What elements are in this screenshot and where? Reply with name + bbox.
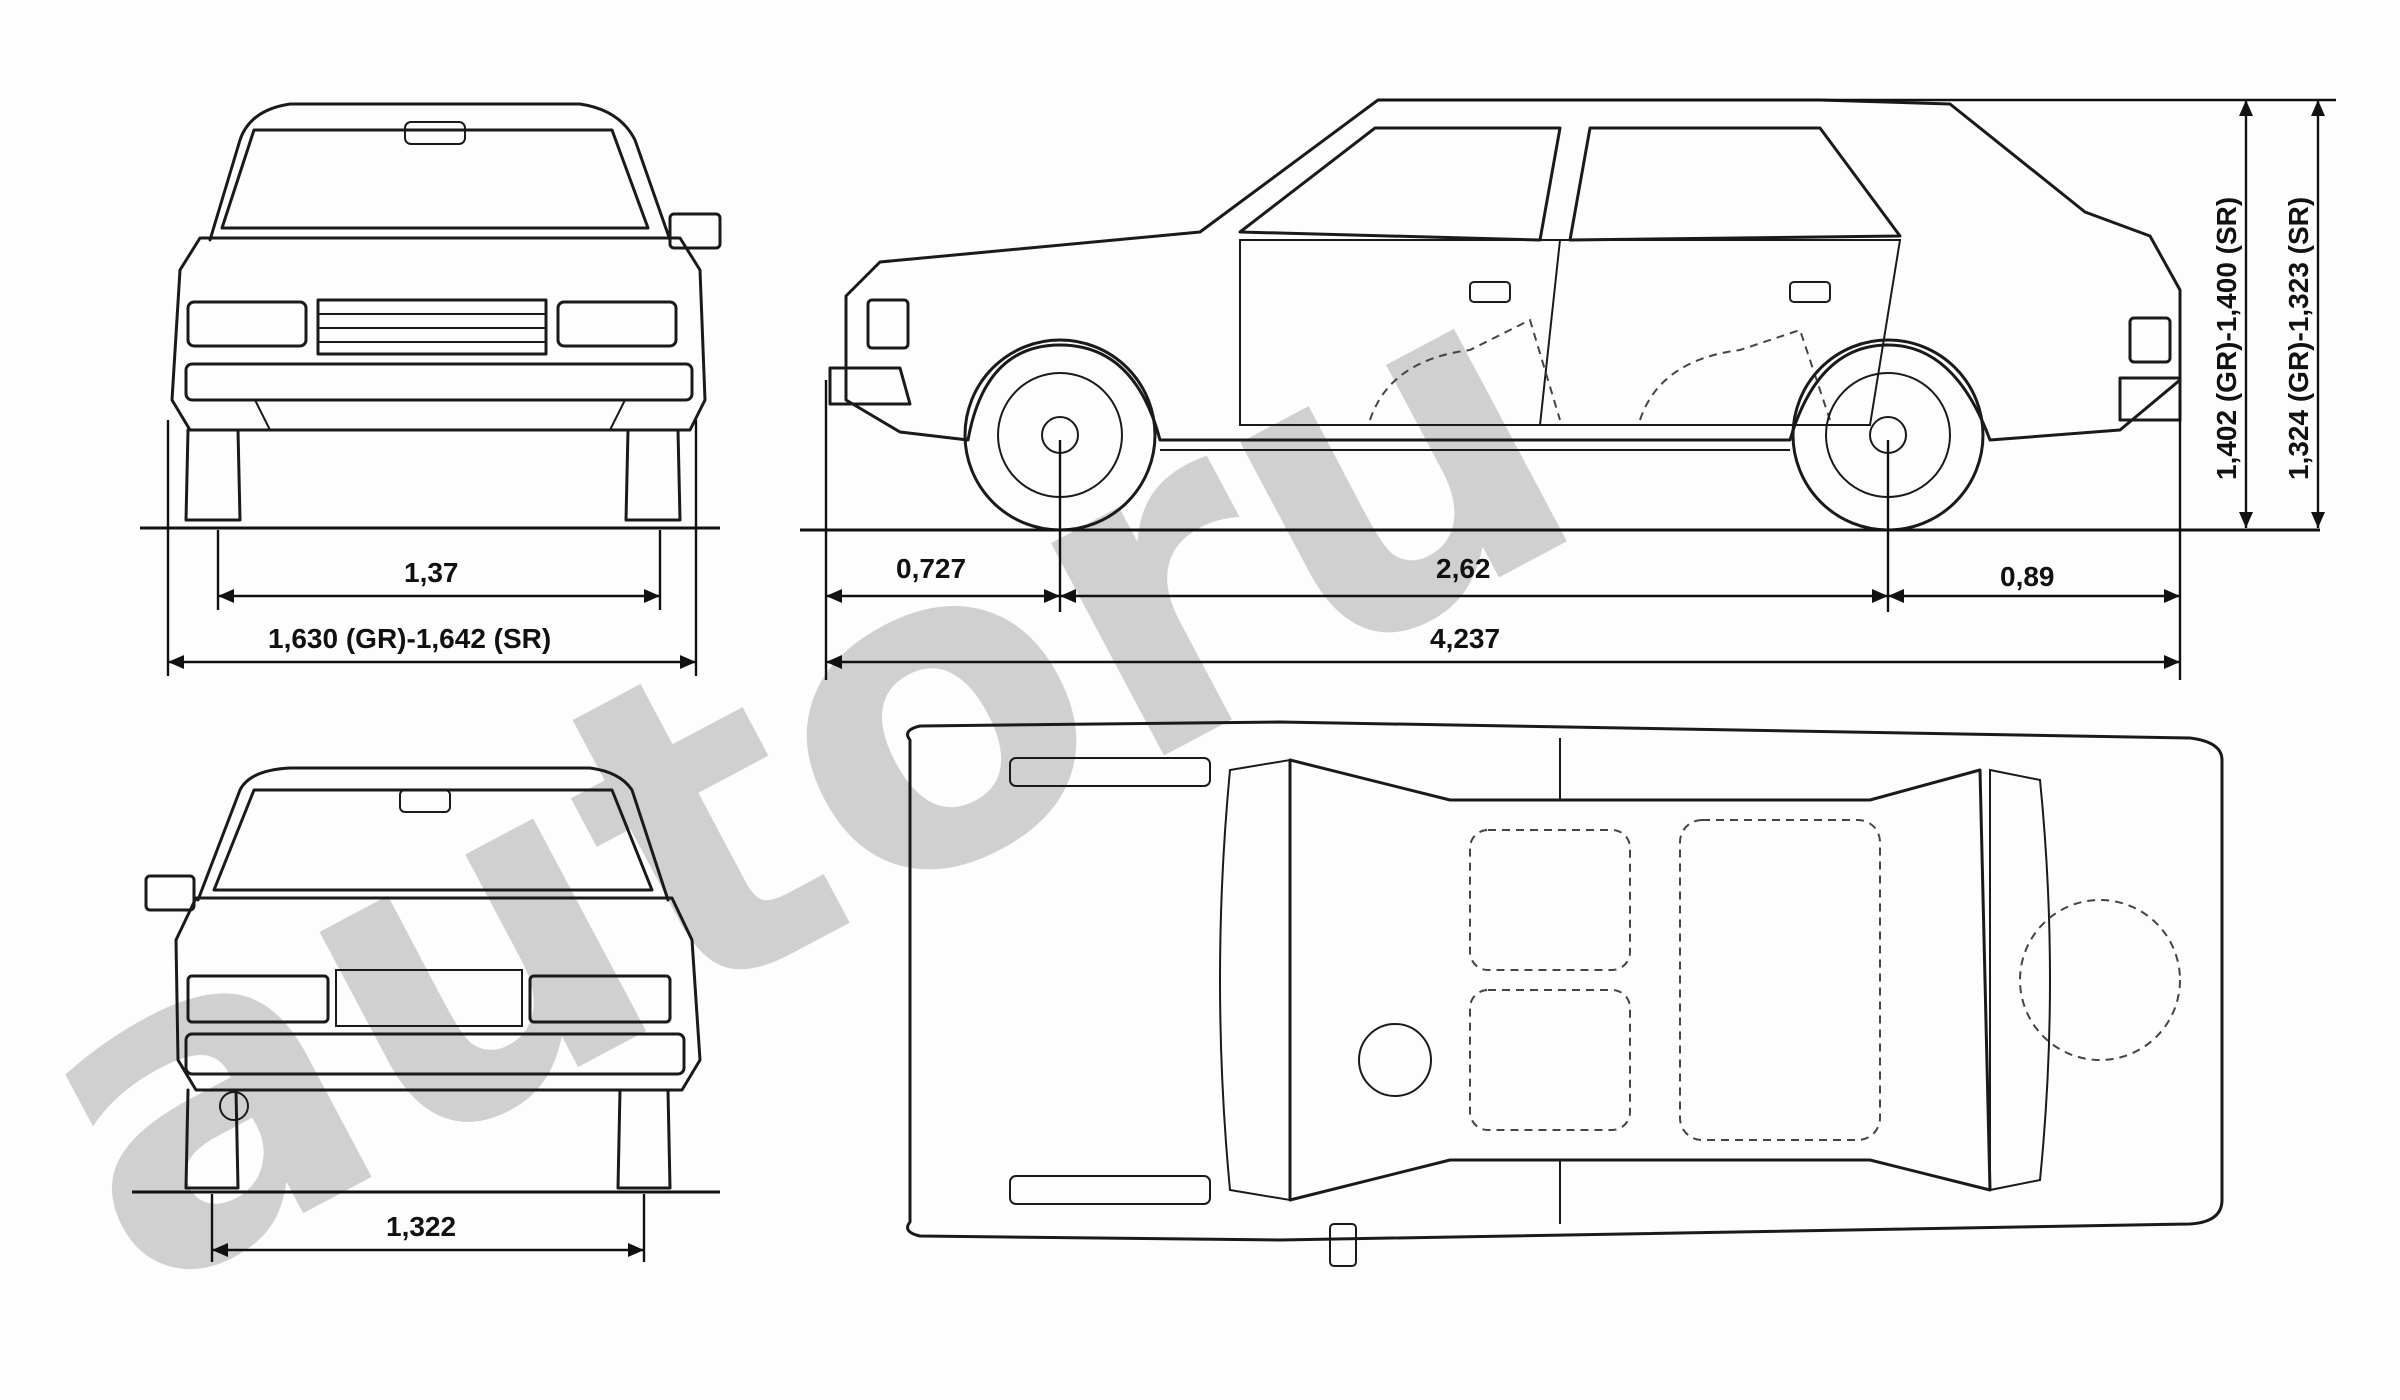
top-spare-wheel	[2019, 899, 2181, 1061]
top-roof	[1288, 758, 1992, 1202]
rear-left-tyre	[184, 1088, 240, 1190]
front-right-tyre	[624, 428, 682, 522]
front-windscreen	[220, 128, 650, 230]
side-window-front	[1238, 126, 1562, 242]
front-overhang-label: 0,727	[896, 553, 966, 584]
side-rear-lamp	[2128, 316, 2172, 364]
front-body	[170, 236, 707, 432]
rear-dimensions: 1,322	[132, 1190, 720, 1262]
wheelbase-label: 2,62	[1436, 553, 1491, 584]
top-side-mirror	[1329, 1223, 1357, 1267]
front-left-tyre	[184, 428, 242, 522]
watermark-text: autoru	[0, 164, 1648, 1392]
front-bumper	[184, 362, 694, 402]
rear-view-mirror	[399, 789, 451, 813]
side-front-door-handle	[1469, 281, 1511, 303]
side-front-lamp	[866, 298, 910, 350]
side-rear-door	[1540, 239, 1902, 426]
top-steering-wheel	[1358, 1023, 1432, 1097]
rear-body	[174, 896, 702, 1092]
rear-view	[144, 766, 702, 1190]
exhaust-pipe	[219, 1091, 249, 1121]
rear-bumper	[184, 1032, 686, 1076]
top-left-wing-vent	[1009, 757, 1211, 787]
rear-overhang-label: 0,89	[2000, 561, 2055, 592]
top-windscreen	[1219, 758, 1291, 1202]
front-right-headlight	[556, 300, 678, 348]
length-label: 4,237	[1430, 623, 1500, 654]
top-front-right-seat	[1469, 989, 1631, 1131]
rear-window	[212, 788, 654, 892]
top-rear-bench	[1679, 819, 1881, 1141]
rear-plate-area	[335, 969, 523, 1027]
front-under-bumper	[254, 399, 626, 431]
side-front-bumper	[828, 366, 912, 406]
front-view	[170, 102, 722, 522]
rear-right-taillight	[528, 974, 672, 1024]
side-window-rear	[1568, 126, 1902, 242]
front-width-label: 1,630 (GR)-1,642 (SR)	[268, 623, 551, 654]
side-rear-door-handle	[1789, 281, 1831, 303]
rear-mirror	[404, 121, 466, 145]
side-dimensions: 0,727 2,62 0,89 4,237 1,402 (GR)-1,400 (…	[800, 98, 2336, 680]
side-body-outline	[844, 98, 2182, 442]
side-rear-bumper	[2118, 376, 2182, 422]
top-view	[906, 720, 2224, 1267]
height-label-2: 1,324 (GR)-1,323 (SR)	[2283, 197, 2314, 480]
top-body-outline	[906, 720, 2224, 1242]
front-side-mirror	[668, 212, 722, 250]
rear-roof-outline	[196, 766, 670, 902]
rear-right-tyre	[616, 1088, 672, 1190]
height-label-1: 1,402 (GR)-1,400 (SR)	[2211, 197, 2242, 480]
front-roof-outline	[208, 102, 672, 242]
front-left-headlight	[186, 300, 308, 348]
front-dimensions: 1,37 1,630 (GR)-1,642 (SR)	[140, 420, 720, 676]
rear-side-mirror	[144, 874, 196, 912]
front-track-label: 1,37	[404, 557, 459, 588]
side-seats-outline	[1369, 318, 1831, 421]
side-view	[828, 98, 2182, 532]
top-rear-window	[1989, 768, 2051, 1192]
rear-track-label: 1,322	[386, 1211, 456, 1242]
top-front-left-seat	[1469, 829, 1631, 971]
top-right-wing-vent	[1009, 1175, 1211, 1205]
rear-left-taillight	[186, 974, 330, 1024]
